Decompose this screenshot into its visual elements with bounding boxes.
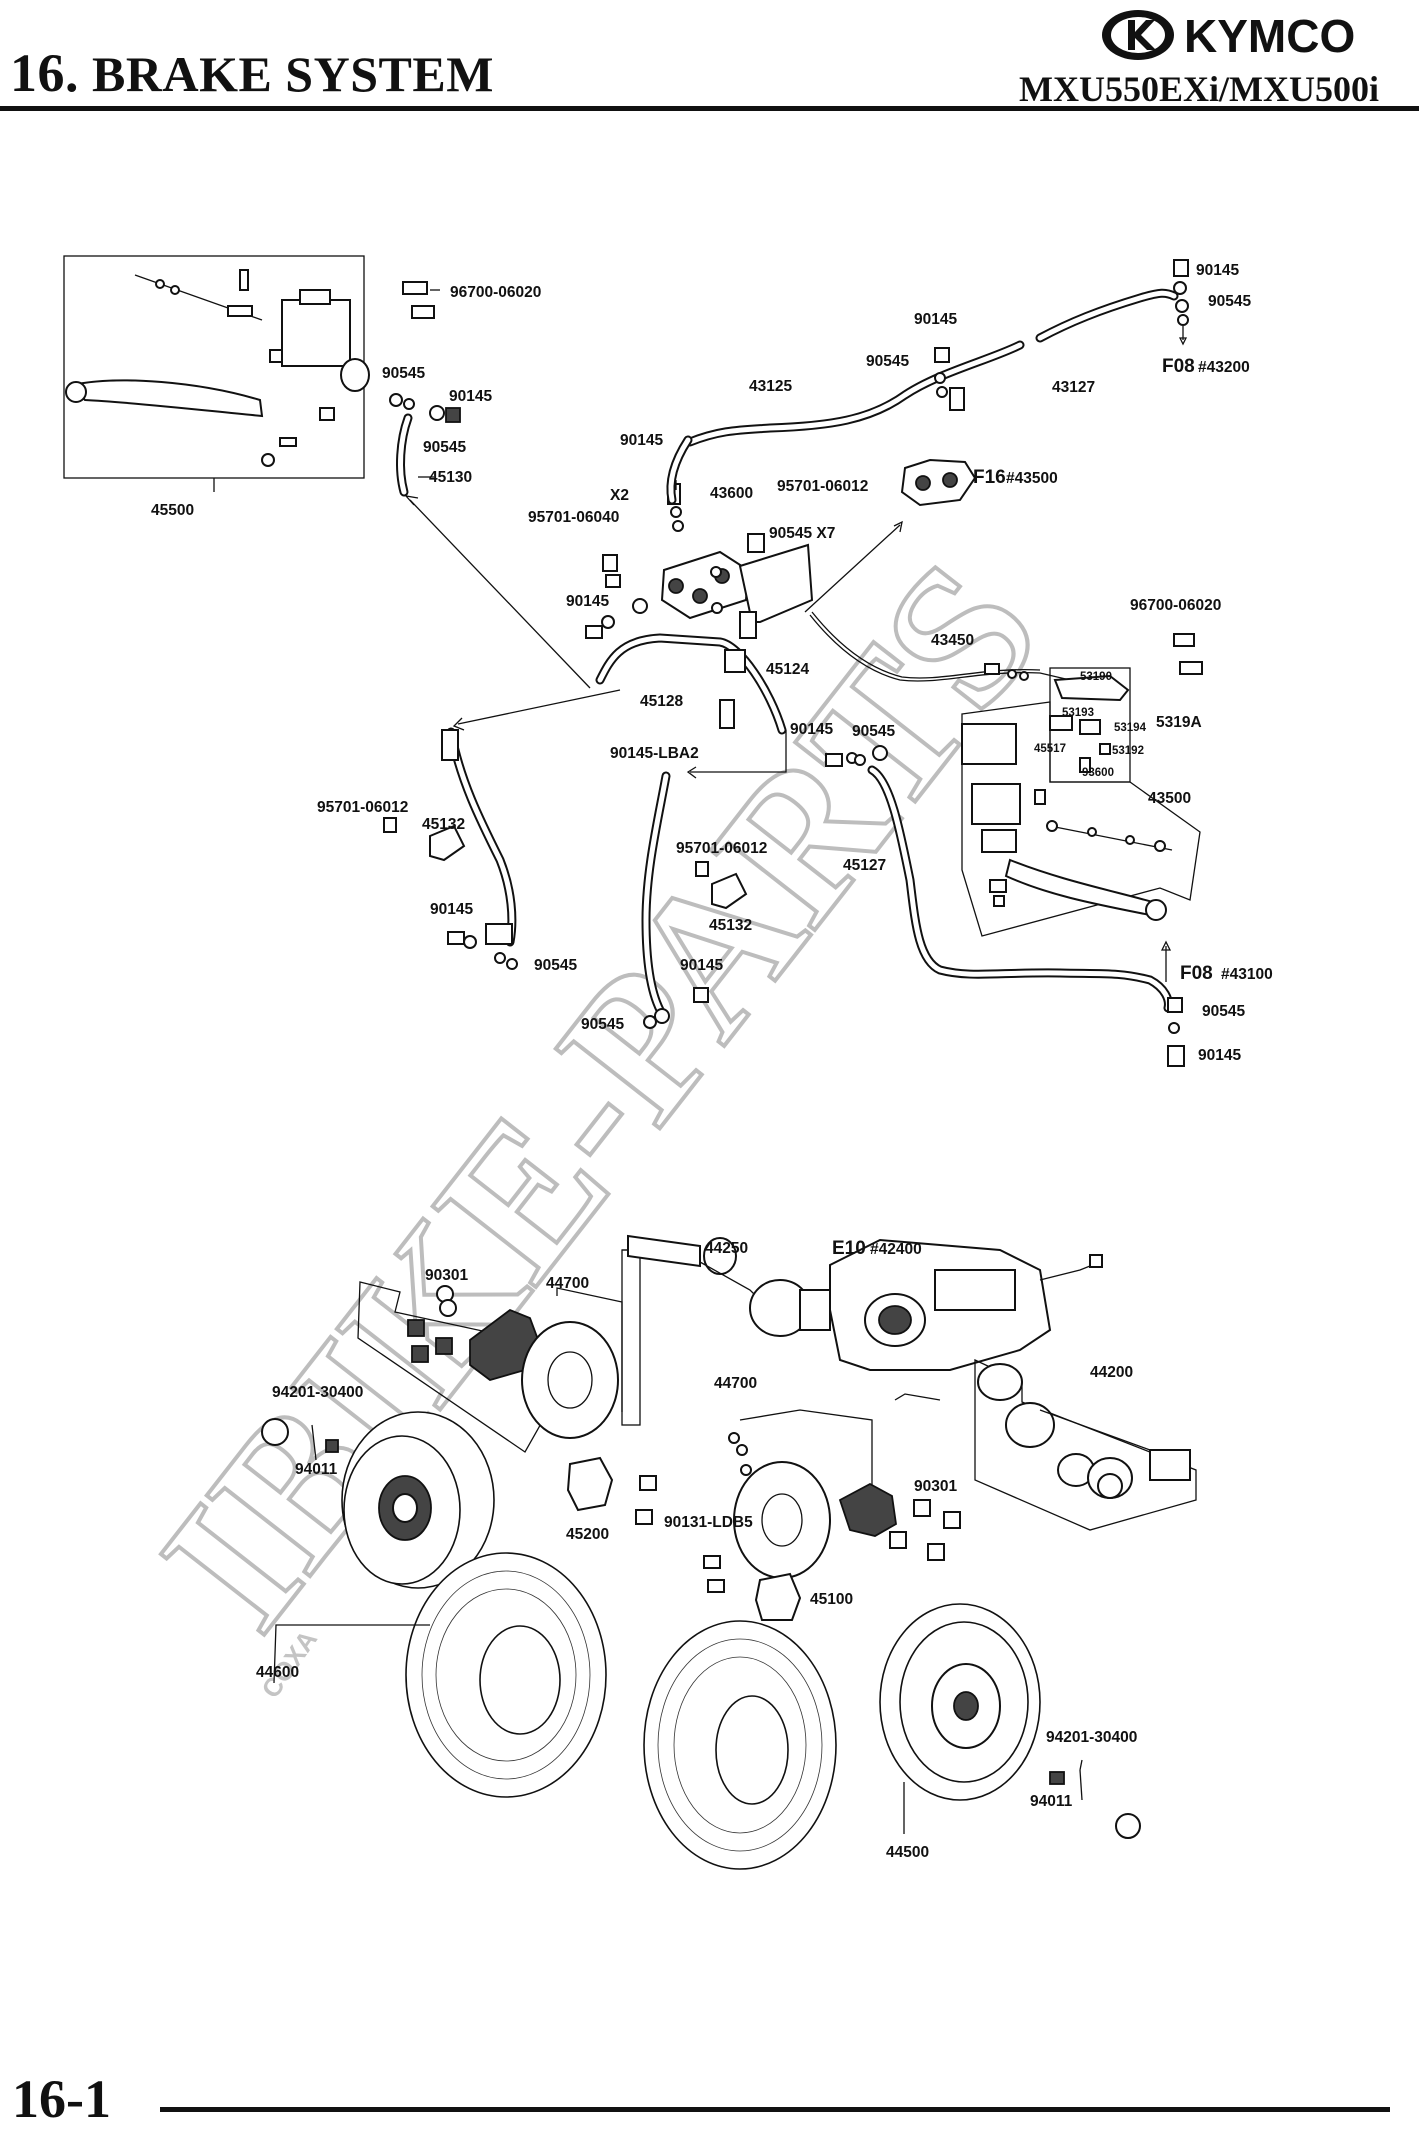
callout-f08-ref: #43100 — [1221, 966, 1273, 983]
callout-53194: 53194 — [1114, 722, 1147, 734]
callout-96700-06020: 96700-06020 — [1130, 597, 1221, 614]
callout-90301: 90301 — [425, 1267, 468, 1284]
callout-45200: 45200 — [566, 1526, 609, 1543]
callout-53193: 53193 — [1062, 707, 1094, 719]
callout-90145: 90145 — [566, 593, 609, 610]
callout-44700: 44700 — [714, 1375, 757, 1392]
callout-94201-30400: 94201-30400 — [272, 1384, 363, 1401]
callout-90301: 90301 — [914, 1478, 957, 1495]
callout-f16: F16 — [973, 467, 1006, 488]
model-name: MXU550EXi/MXU500i — [1019, 69, 1379, 109]
callout-90145: 90145 — [430, 901, 473, 918]
callout-90545: 90545 — [852, 723, 895, 740]
callout-45124: 45124 — [766, 661, 809, 678]
callout-96700-06020: 96700-06020 — [450, 284, 541, 301]
page-number: 16-1 — [12, 2069, 111, 2129]
callout-90545: 90545 — [581, 1016, 624, 1033]
callout-44200: 44200 — [1090, 1364, 1133, 1381]
callout-45127: 45127 — [843, 857, 886, 874]
section-title: BRAKE SYSTEM — [92, 46, 494, 102]
callout-93600: 93600 — [1082, 767, 1114, 779]
left-hub-nuts — [407, 1319, 453, 1363]
kymco-logo-icon — [1102, 10, 1174, 60]
callout-45500: 45500 — [151, 502, 194, 519]
callout-e10: E10 — [832, 1238, 866, 1259]
callout-90145-lba2: 90145-LBA2 — [610, 745, 699, 762]
callout-94201-30400: 94201-30400 — [1046, 1729, 1137, 1746]
callout-53192: 53192 — [1112, 745, 1144, 757]
callout-45100: 45100 — [810, 1591, 853, 1608]
right-wheel-rim — [879, 1603, 1041, 1801]
callout-45132: 45132 — [422, 816, 465, 833]
callout-45128: 45128 — [640, 693, 683, 710]
callout-94011: 94011 — [295, 1461, 338, 1478]
brake-distribution-valve — [660, 550, 750, 620]
callout-43450: 43450 — [931, 632, 974, 649]
callout-90545: 90545 — [382, 365, 425, 382]
callout-45132: 45132 — [709, 917, 752, 934]
callout-90145: 90145 — [914, 311, 957, 328]
callout-5319a: 5319A — [1156, 714, 1202, 731]
callout-44600: 44600 — [256, 1664, 299, 1681]
callout-90545: 90545 — [1208, 293, 1251, 310]
rear-master-cylinder-kit — [961, 701, 1201, 937]
part-callouts: 45500 96700-06020 90545 90145 90545 4513… — [151, 262, 1273, 1861]
callout-90145: 90145 — [1198, 1047, 1241, 1064]
callout-90545-x7: 90545 X7 — [769, 525, 835, 542]
callout-90545: 90545 — [1202, 1003, 1245, 1020]
differential-assembly — [829, 1238, 1103, 1371]
callout-43125: 43125 — [749, 378, 792, 395]
left-tyre — [405, 1552, 607, 1798]
callout-e10-ref: #42400 — [870, 1241, 922, 1258]
callout-90131-ldb5: 90131-LDB5 — [664, 1514, 753, 1531]
callout-90545: 90545 — [534, 957, 577, 974]
header-divider — [0, 106, 1419, 111]
callout-90145: 90145 — [680, 957, 723, 974]
callout-95701-06012: 95701-06012 — [317, 799, 408, 816]
callout-53190: 53190 — [1080, 671, 1112, 683]
callout-94011: 94011 — [1030, 1793, 1073, 1810]
callout-f16-ref: #43500 — [1006, 470, 1058, 487]
left-wheel-rim — [341, 1411, 495, 1589]
callout-90545: 90545 — [866, 353, 909, 370]
callout-44700: 44700 — [546, 1275, 589, 1292]
callout-90145: 90145 — [790, 721, 833, 738]
callout-44250: 44250 — [705, 1240, 748, 1257]
callout-44500: 44500 — [886, 1844, 929, 1861]
brand-logo: KYMCO — [1102, 10, 1355, 62]
callout-43500: 43500 — [1148, 790, 1191, 807]
page-title: 16. BRAKE SYSTEM — [10, 42, 494, 104]
right-tyre — [643, 1620, 837, 1870]
callout-43600: 43600 — [710, 485, 753, 502]
callout-95701-06012: 95701-06012 — [676, 840, 767, 857]
footer-divider — [160, 2107, 1390, 2112]
callout-f08-ref: #43200 — [1198, 359, 1250, 376]
callout-f08: F08 — [1162, 356, 1195, 377]
callout-45517: 45517 — [1034, 743, 1066, 755]
callout-90145: 90145 — [620, 432, 663, 449]
callout-95701-06012: 95701-06012 — [777, 478, 868, 495]
brand-name: KYMCO — [1184, 10, 1355, 62]
callout-43127: 43127 — [1052, 379, 1095, 396]
section-number: 16. — [10, 43, 79, 103]
front-master-cylinder-kit — [63, 255, 370, 479]
callout-95701-06040: 95701-06040 — [528, 509, 619, 526]
callout-90545: 90545 — [423, 439, 466, 456]
callout-90145: 90145 — [449, 388, 492, 405]
callout-45130: 45130 — [429, 469, 472, 486]
callout-90145: 90145 — [1196, 262, 1239, 279]
callout-f08: F08 — [1180, 963, 1213, 984]
callout-x2: X2 — [610, 487, 629, 504]
